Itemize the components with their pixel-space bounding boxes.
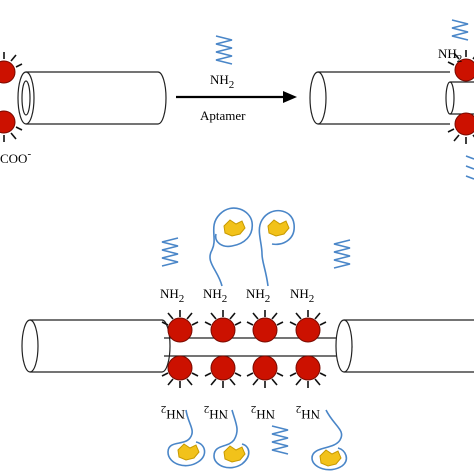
target-molecule [177, 443, 200, 461]
nanoparticle [0, 60, 16, 84]
carboxylate-label: COO- [0, 148, 31, 166]
target-molecules-top [223, 219, 290, 237]
nanoparticle [295, 355, 321, 381]
nanoparticle [454, 112, 474, 136]
target-molecules-bottom [177, 443, 342, 467]
amine-label-flipped: NH2 [161, 403, 185, 422]
aptamer-strand [333, 239, 351, 269]
aptamer-fold [213, 409, 250, 469]
aptamer-strand [451, 19, 469, 41]
nanoparticle [210, 317, 236, 343]
amine-labels-bottom: NH2 NH2 NH2 NH2 [161, 403, 320, 422]
nanoparticle [252, 317, 278, 343]
amine-label-flipped: NH2 [296, 403, 320, 422]
nanoparticle [0, 110, 16, 134]
aptamers-bottom [167, 409, 348, 471]
amine-label-flipped: NH2 [204, 403, 228, 422]
arrow-head [283, 91, 297, 103]
target-molecule [267, 219, 290, 237]
nanoparticle [295, 317, 321, 343]
nanoparticle [454, 58, 474, 82]
amine-label: NH2 [290, 286, 314, 305]
aptamer-fold [209, 207, 254, 287]
nanoparticle [167, 355, 193, 381]
particle-group-left [0, 51, 23, 143]
aptamer-fold [258, 209, 295, 287]
aptamer-fold [167, 409, 206, 467]
aptamer-strand [465, 155, 474, 180]
aptamer-nanotube-panel: NH2 [309, 19, 474, 180]
particle-row-top [161, 309, 327, 343]
nanotube-bottom-right [335, 319, 474, 373]
amine-label: NH2 [246, 286, 270, 305]
nanotube-left [17, 71, 167, 125]
aptamer-strand [271, 425, 289, 455]
nanotube-bottom-left [21, 319, 171, 373]
carboxyl-nanotube-panel: COO- [0, 51, 167, 166]
aptamer-strand [161, 237, 179, 267]
amine-label: NH2 [203, 286, 227, 305]
target-molecule [223, 445, 246, 463]
nanoparticle [210, 355, 236, 381]
aptamer-strand [215, 35, 233, 65]
amine-label: NH2 [438, 46, 462, 65]
amine-label: NH2 [210, 72, 234, 91]
aptamers-top [161, 207, 351, 287]
nanoparticle [252, 355, 278, 381]
amine-label-flipped: NH2 [251, 403, 275, 422]
arrow-label: Aptamer [200, 108, 246, 123]
reaction-step: NH2 Aptamer [176, 35, 297, 123]
particle-row-bottom [161, 355, 327, 389]
aptamer-fold [311, 409, 348, 471]
amine-label: NH2 [160, 286, 184, 305]
nanotube-linker [164, 337, 353, 357]
particle-group-right [447, 49, 474, 145]
nanotube-right [309, 71, 474, 125]
assembled-sensor-panel: NH2 NH2 NH2 NH2 NH2 NH2 NH2 NH2 [21, 207, 474, 471]
nanoparticle [167, 317, 193, 343]
target-molecule [223, 219, 246, 237]
target-molecule [319, 449, 342, 467]
amine-labels-top: NH2 NH2 NH2 NH2 [160, 286, 314, 305]
